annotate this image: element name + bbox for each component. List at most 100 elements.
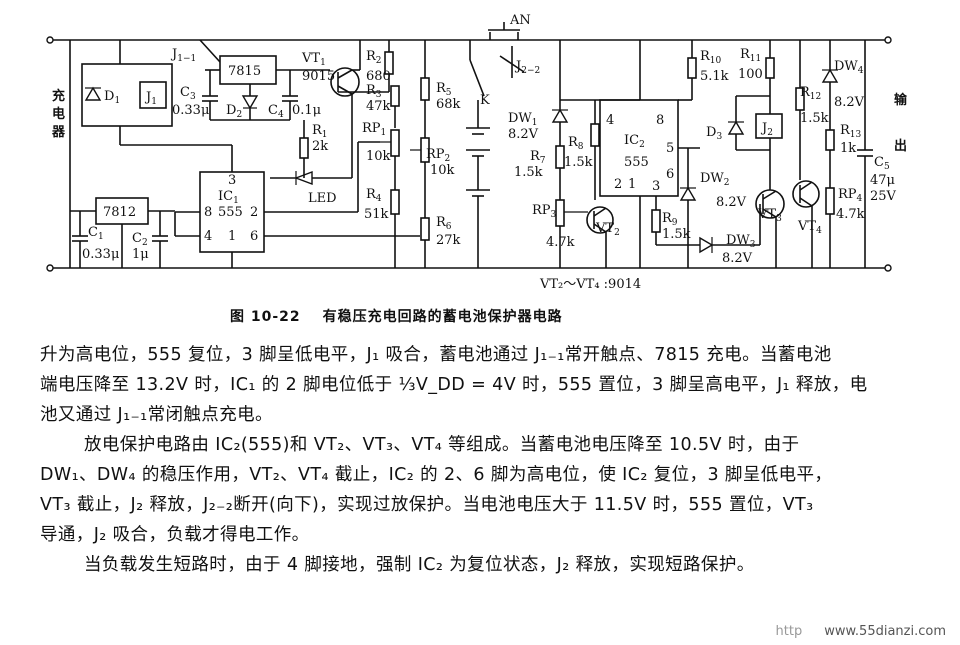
ic2-pin2: 2 — [614, 177, 622, 192]
r9-resistor — [651, 209, 661, 233]
body-text: 升为高电位，555 复位，3 脚呈低电平，J₁ 吸合，蓄电池通过 J₁₋₁常开触… — [40, 340, 930, 580]
circuit-schematic: 充 电 器 输 出 D1 J1 J1−1 7815 7812 C3 0.33μ … — [46, 13, 908, 292]
charger-label-2: 电 — [52, 106, 65, 122]
j1-label: J — [144, 90, 151, 105]
ic1-label: IC — [218, 189, 233, 204]
r7-resistor — [555, 145, 565, 169]
vt2-label: VT — [595, 221, 614, 236]
ic2-pin4: 4 — [606, 113, 614, 128]
rp4-potentiometer — [825, 187, 835, 215]
c2-label: C — [132, 231, 142, 246]
rp2-value: 10k — [430, 163, 455, 178]
d2-label: D — [226, 103, 236, 118]
r6-label: R — [436, 215, 447, 230]
dw2-label: DW — [700, 171, 724, 186]
svg-text:C5: C5 — [874, 155, 890, 172]
r9-label: R — [662, 211, 673, 226]
vt1-value: 9015 — [302, 69, 335, 84]
paragraph-line: 放电保护电路由 IC₂(555)和 VT₂、VT₃、VT₄ 等组成。当蓄电池电压… — [84, 435, 800, 455]
vt4-transistor-icon — [792, 180, 820, 208]
output-terminal-bottom — [884, 264, 892, 272]
rp4-value: 4.7k — [836, 207, 865, 222]
c5-label: C — [874, 155, 884, 170]
rp2-label: RP — [426, 147, 445, 162]
svg-text:R4: R4 — [366, 187, 382, 204]
dw3-value: 8.2V — [722, 251, 753, 266]
r11-resistor — [765, 57, 775, 79]
r10-resistor — [687, 57, 697, 79]
svg-text:J2−2: J2−2 — [514, 59, 540, 76]
ic1-pin1: 1 — [228, 229, 236, 244]
svg-text:RP4: RP4 — [838, 187, 863, 204]
svg-text:R2: R2 — [366, 49, 382, 66]
svg-text:D1: D1 — [104, 89, 120, 106]
svg-text:R7: R7 — [530, 149, 546, 166]
svg-text:R12: R12 — [800, 85, 821, 102]
svg-text:DW1: DW1 — [508, 111, 538, 128]
watermark-left: http — [775, 624, 803, 639]
svg-text:R9: R9 — [662, 211, 678, 228]
charger-label-3: 器 — [51, 125, 66, 140]
paragraph-line: VT₃ 截止，J₂ 释放，J₂₋₂断开(向下)，实现过放保护。当电池电压大于 1… — [40, 495, 814, 515]
r6-value: 27k — [436, 233, 461, 248]
j2-2-label: J — [514, 59, 521, 74]
vt3-label: VT — [757, 207, 776, 222]
r1-value: 2k — [312, 139, 328, 154]
svg-text:DW2: DW2 — [700, 171, 730, 188]
svg-text:J1−1: J1−1 — [170, 47, 196, 64]
ic2-555: 555 — [624, 155, 649, 170]
dw2-zener-icon — [679, 186, 697, 201]
transistor-note: VT₂～VT₄ :9014 — [539, 277, 641, 292]
svg-text:R5: R5 — [436, 81, 452, 98]
r3-resistor — [390, 85, 400, 107]
output-label-1: 输 — [894, 92, 908, 108]
c5-value2: 25V — [870, 189, 897, 204]
input-terminal-top — [46, 36, 54, 44]
r13-label: R — [840, 123, 851, 138]
j2-label: J — [760, 121, 767, 136]
led-label: LED — [308, 191, 337, 206]
svg-text:J2: J2 — [760, 121, 773, 138]
svg-text:R1: R1 — [312, 123, 328, 140]
svg-text:VT4: VT4 — [797, 219, 822, 236]
an-label: AN — [509, 13, 531, 28]
r4-value: 51k — [364, 207, 389, 222]
c4-value: 0.1μ — [292, 103, 321, 118]
c5-value1: 47μ — [870, 173, 895, 188]
dw4-value: 8.2V — [834, 95, 865, 110]
svg-text:DW3: DW3 — [726, 233, 756, 250]
r11-value: 100 — [738, 67, 763, 82]
svg-text:R3: R3 — [366, 83, 382, 100]
r13-resistor — [825, 129, 835, 151]
rp3-value: 4.7k — [546, 235, 575, 250]
paragraph-line: 池又通过 J₁₋₁常闭触点充电。 — [40, 405, 273, 425]
svg-text:RP3: RP3 — [532, 203, 557, 220]
c2-value: 1μ — [132, 247, 149, 262]
svg-text:IC2: IC2 — [624, 133, 645, 150]
vt3-transistor-icon — [755, 189, 785, 219]
ic1-555: 555 — [218, 205, 243, 220]
paragraph-line: 升为高电位，555 复位，3 脚呈低电平，J₁ 吸合，蓄电池通过 J₁₋₁常开触… — [40, 345, 832, 365]
dw1-value: 8.2V — [508, 127, 539, 142]
r12-value: 1.5k — [800, 111, 829, 126]
svg-text:DW4: DW4 — [834, 59, 864, 76]
paragraph-line: 导通，J₂ 吸合，负载才得电工作。 — [40, 525, 310, 545]
rp4-label: RP — [838, 187, 857, 202]
svg-text:VT1: VT1 — [301, 51, 326, 68]
ic2-pin6: 6 — [666, 167, 674, 182]
ic1-pin2: 2 — [250, 205, 258, 220]
svg-text:R13: R13 — [840, 123, 862, 140]
rp3-label: RP — [532, 203, 551, 218]
paragraph-line: DW₁、DW₄ 的稳压作用，VT₂、VT₄ 截止，IC₂ 的 2、6 脚为高电位… — [40, 465, 833, 485]
vt1-transistor-icon — [330, 67, 360, 97]
paragraph-line: 当负载发生短路时，由于 4 脚接地，强制 IC₂ 为复位状态，J₂ 释放，实现短… — [84, 555, 755, 575]
r7-value: 1.5k — [514, 165, 543, 180]
switch-k — [469, 59, 485, 97]
ic2-pin5: 5 — [666, 141, 674, 156]
svg-text:RP1: RP1 — [362, 121, 386, 138]
c1-value: 0.33μ — [82, 247, 119, 262]
d1-j1-loop — [81, 63, 173, 127]
r4-label: R — [366, 187, 377, 202]
dw2-value: 8.2V — [716, 195, 747, 210]
